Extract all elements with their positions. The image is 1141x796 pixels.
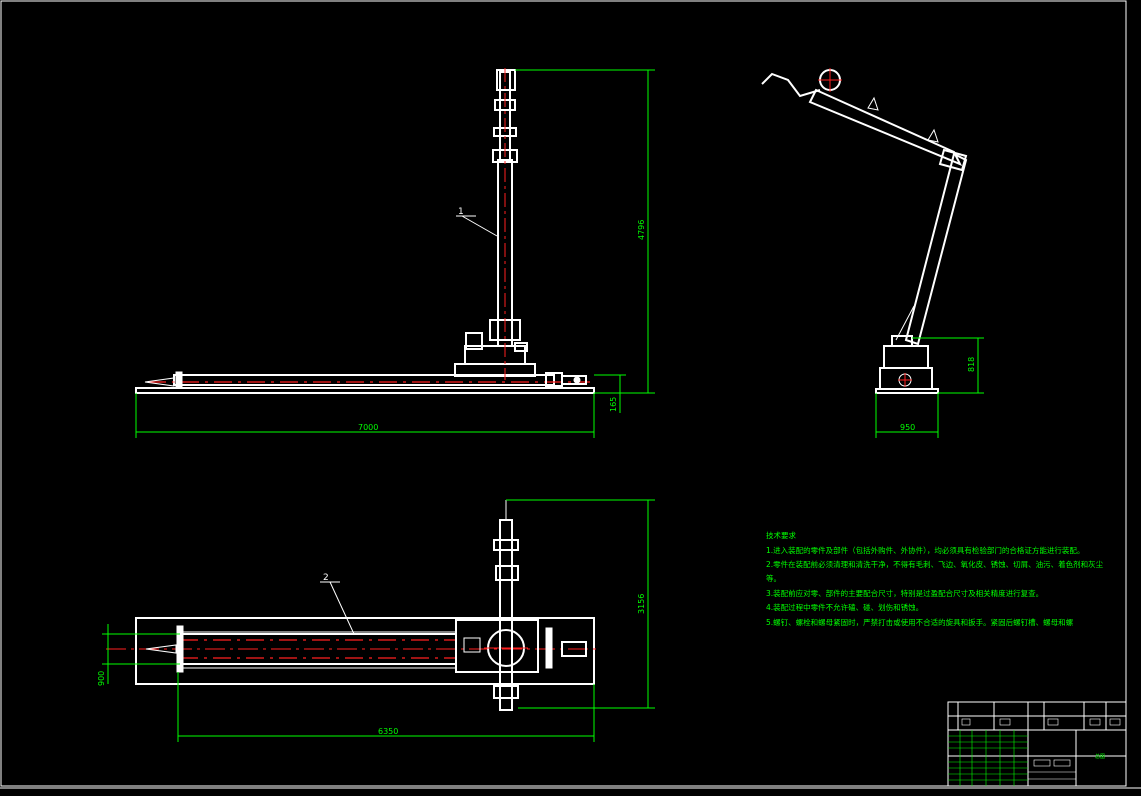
top-carriage <box>455 619 539 673</box>
side-gripper <box>761 72 821 98</box>
side-support-rod <box>895 305 915 341</box>
notes-item-2: 2.零件在装配前必须清理和清洗干净，不得有毛刺、飞边、氧化皮、锈蚀、切屑、油污、… <box>766 559 1104 569</box>
top-left-tip <box>145 644 177 654</box>
tb-sheet-label: 总图 <box>1095 753 1105 760</box>
front-mast-head <box>496 69 516 91</box>
top-view: 2 6350 900 3156 <box>97 499 655 742</box>
front-callout-leader <box>461 215 498 237</box>
top-callout-label: 2 <box>323 573 329 583</box>
side-dim-height: 818 <box>967 357 976 372</box>
notes-item-4: 3.装配前应对零、部件的主要配合尺寸，特别是过盈配合尺寸及相关精度进行复查。 <box>766 588 1043 598</box>
top-carriage-box <box>463 637 481 653</box>
side-view: 950 818 <box>761 68 984 438</box>
top-dim-height: 3156 <box>637 594 646 614</box>
front-carriage-box-right <box>514 342 528 352</box>
top-rail-outer <box>179 631 457 669</box>
tb-grid-mid <box>961 718 1121 780</box>
top-right-stop <box>545 627 553 669</box>
notes-item-1: 1.进入装配的零件及部件（包括外购件、外协件），均必须具有检验部门的合格证方能进… <box>766 545 1084 555</box>
notes-item-5: 4.装配过程中零件不允许磕、碰、划伤和锈蚀。 <box>766 602 923 612</box>
title-block-frame <box>947 701 1127 787</box>
side-upper-boom <box>808 88 963 166</box>
side-upper-boom-fin-1 <box>927 128 939 143</box>
side-elbow <box>938 148 968 172</box>
side-upper-boom-fin-2 <box>867 96 879 111</box>
drawing-frame <box>0 0 1127 787</box>
top-left-stop <box>176 625 184 673</box>
front-right-motor <box>561 375 587 385</box>
side-lower-boom <box>904 152 968 346</box>
front-left-stop <box>175 371 183 389</box>
tb-grid-left <box>948 730 1028 786</box>
front-dim-length: 7000 <box>358 423 378 432</box>
notes-item-6: 5.螺钉、螺栓和螺母紧固时，严禁打击或使用不合适的旋具和扳手。紧固后螺钉槽、螺母… <box>766 617 1074 627</box>
notes-item-3: 等。 <box>766 573 781 583</box>
top-dim-width: 900 <box>97 671 106 686</box>
technical-notes: 技术要求 1.进入装配的零件及部件（包括外购件、外协件），均必须具有检验部门的合… <box>766 530 1104 627</box>
top-callout-leader <box>329 581 355 635</box>
front-carriage-box-left <box>465 332 483 350</box>
top-right-motor <box>561 641 587 657</box>
side-turret <box>883 345 929 369</box>
front-dim-height: 4796 <box>637 220 646 240</box>
top-mast-collar-3 <box>493 685 519 699</box>
top-dim-length: 6350 <box>378 727 398 736</box>
front-dim-base: 165 <box>609 397 618 412</box>
front-carriage-block <box>464 345 526 365</box>
title-block: 总图 <box>947 701 1127 787</box>
top-mast-collar-2 <box>495 565 519 581</box>
front-base-plate <box>135 387 595 394</box>
front-callout-label: 1 <box>458 207 464 217</box>
top-base-plate <box>135 617 595 685</box>
top-mast-body <box>499 519 513 711</box>
front-right-bolt <box>573 376 581 384</box>
top-mast-collar-1 <box>493 539 519 551</box>
notes-title: 技术要求 <box>766 530 796 540</box>
side-dim-width: 950 <box>900 423 915 432</box>
front-left-tip <box>144 377 175 387</box>
front-view: 1 7000 4796 165 <box>135 68 655 438</box>
